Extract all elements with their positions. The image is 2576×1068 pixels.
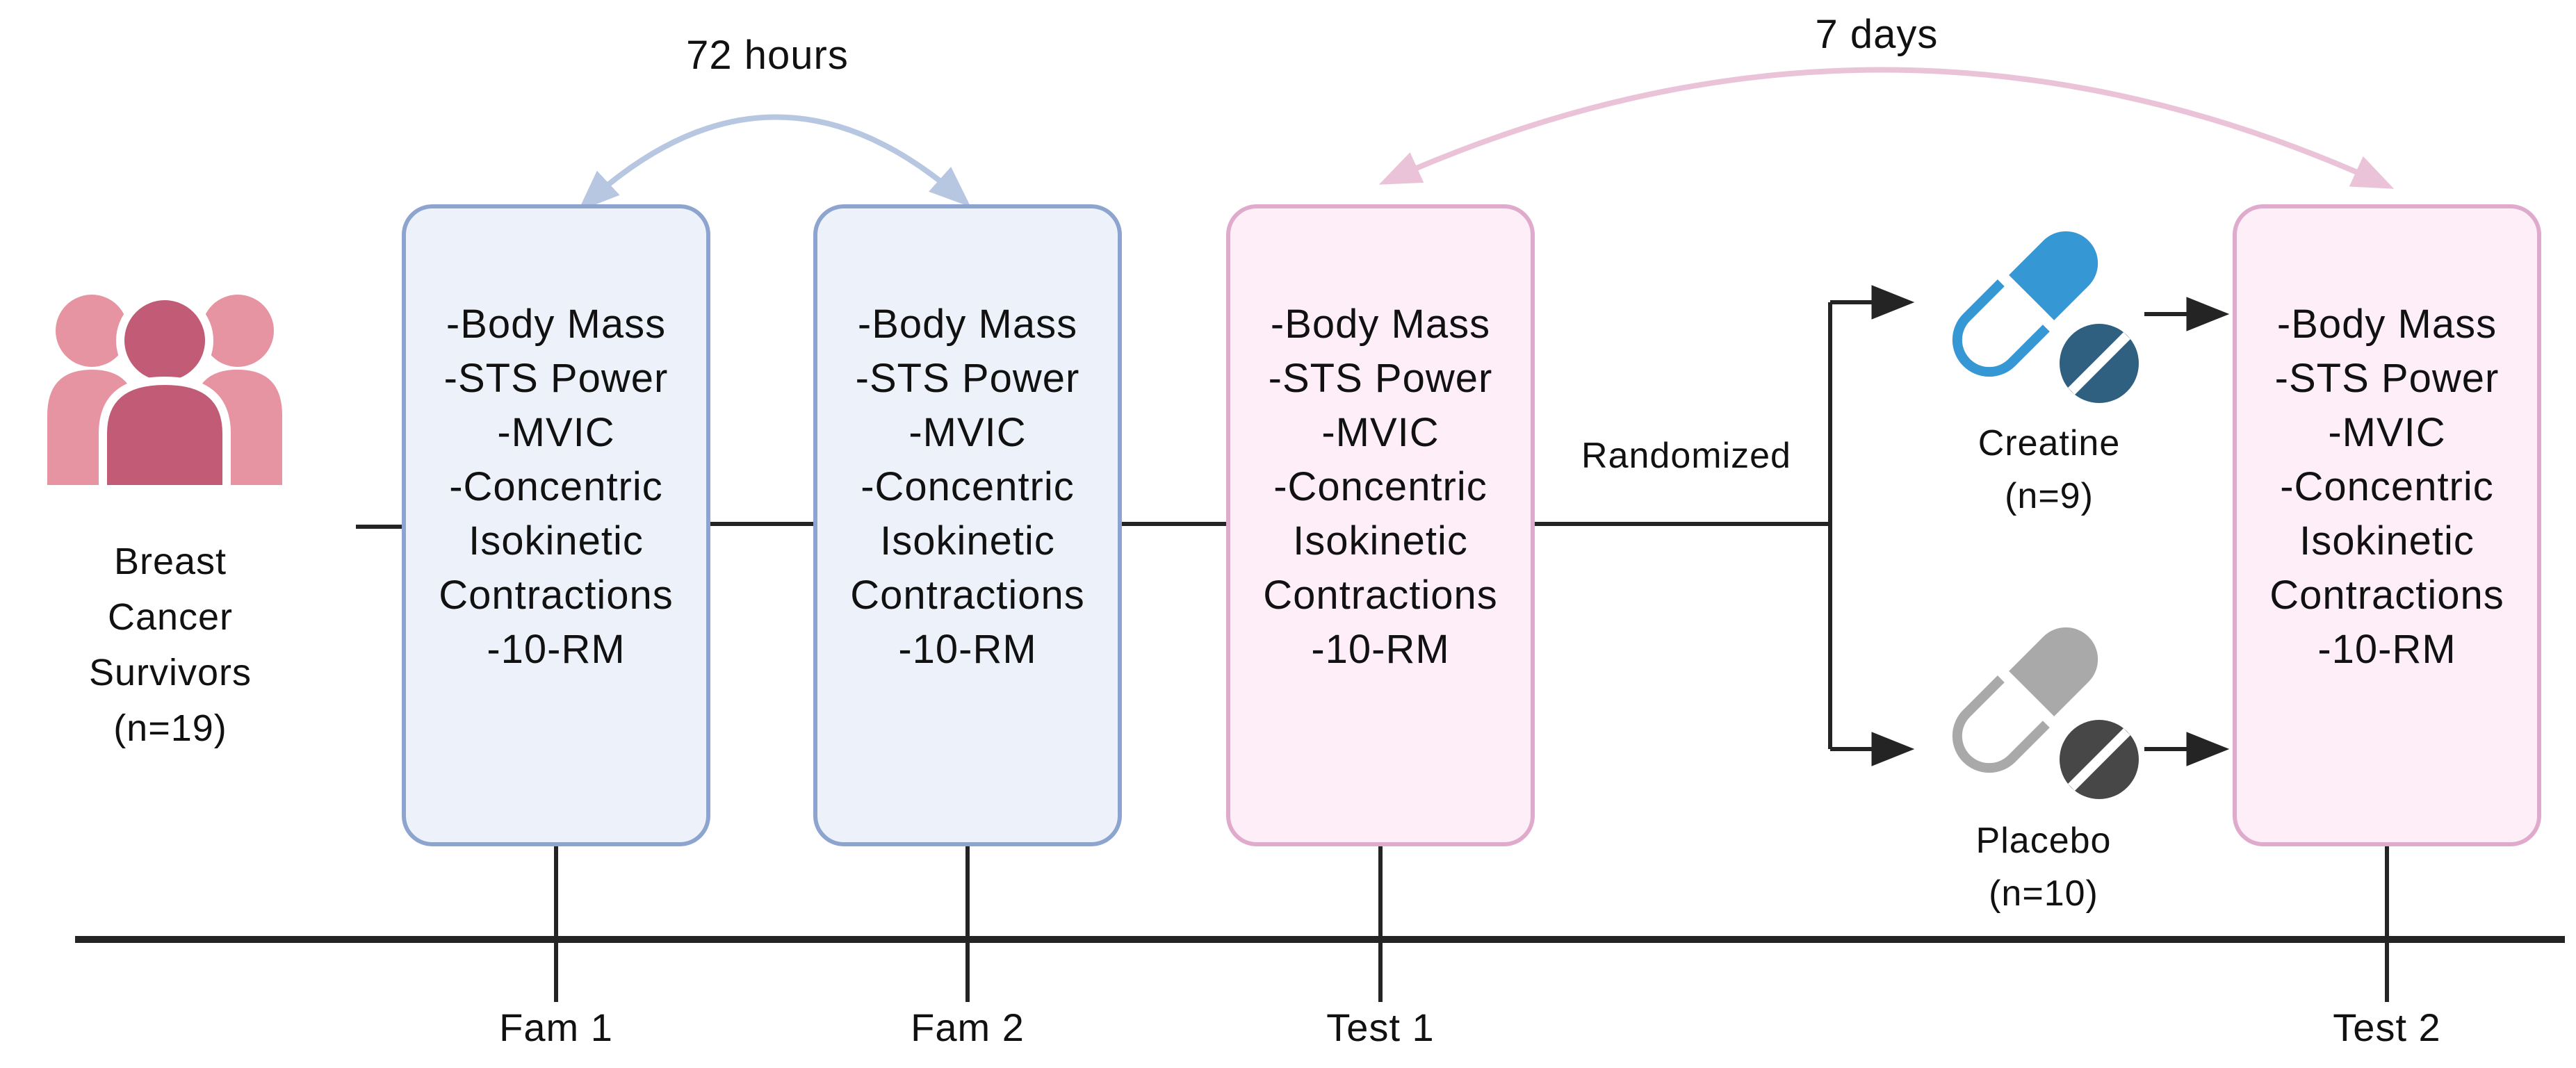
assessment-item: -STS Power [855,356,1080,401]
timeline-label-fam2: Fam 2 [911,1005,1025,1049]
assessment-item: Isokinetic [2299,518,2475,564]
assessment-item: -Body Mass [446,302,667,347]
assessment-item: -MVIC [908,410,1027,455]
fam-interval-label: 72 hours [686,33,849,78]
assessment-item: -Body Mass [857,302,1078,347]
population-label-line: Survivors [88,652,252,693]
assessment-item: Isokinetic [880,518,1055,564]
assessment-item: -10-RM [2317,627,2456,672]
person-center [99,292,231,489]
assessment-item: -Body Mass [2276,302,2497,347]
randomized-label: Randomized [1581,436,1791,476]
people-group-icon [47,292,282,489]
assessment-item: -Body Mass [1270,302,1491,347]
assessment-item: -10-RM [898,627,1037,672]
assessment-item: -STS Power [443,356,669,401]
assessment-item: -Concentric [2280,464,2494,509]
assessment-item: -MVIC [1321,410,1440,455]
placebo-n: (n=10) [1989,873,2098,914]
assessment-item: -Concentric [449,464,663,509]
assessment-item: Contractions [850,573,1085,618]
placebo-group-label: Placebo (n=10) [1905,814,2183,920]
assessment-item: Contractions [2269,573,2504,618]
population-label-line: Cancer [107,596,234,638]
population-label-line: Breast [113,541,227,582]
placebo-name: Placebo [1975,821,2112,861]
test-interval-arc-arrow [1378,67,2395,189]
assessment-box-test2: -Body Mass -STS Power -MVIC -Concentric … [2233,204,2541,846]
assessment-item: -10-RM [487,627,626,672]
capsule-icon [1952,231,2098,377]
assessment-box-test1: -Body Mass -STS Power -MVIC -Concentric … [1226,204,1535,846]
assessment-item: -STS Power [2274,356,2500,401]
assessment-item: -MVIC [2328,410,2446,455]
population-label-line: (n=19) [113,707,227,749]
assessment-item: Isokinetic [468,518,644,564]
creatine-name: Creatine [1978,423,2121,463]
assessment-item: -10-RM [1311,627,1450,672]
timeline-label-test1: Test 1 [1326,1005,1435,1049]
assessment-item: Contractions [439,573,674,618]
timeline-label-fam1: Fam 1 [499,1005,613,1049]
tablet-icon [2060,324,2139,403]
creatine-n: (n=9) [2005,476,2094,516]
assessment-item: Isokinetic [1293,518,1468,564]
assessment-item: -MVIC [497,410,615,455]
timeline-label-test2: Test 2 [2333,1005,2441,1049]
assessment-item: -Concentric [1273,464,1487,509]
population-label: Breast Cancer Survivors (n=19) [24,534,316,756]
capsule-icon [1952,627,2098,773]
fam-interval-arc-arrow [578,114,971,212]
placebo-capsule-and-tablet-icon [1952,627,2139,799]
creatine-capsule-and-tablet-icon [1952,231,2139,403]
test-interval-label: 7 days [1815,12,1939,57]
assessment-item: -Concentric [861,464,1075,509]
tablet-icon [2060,720,2139,799]
assessment-item: -STS Power [1268,356,1493,401]
assessment-box-fam2: -Body Mass -STS Power -MVIC -Concentric … [813,204,1122,846]
creatine-group-label: Creatine (n=9) [1910,417,2188,523]
assessment-box-fam1: -Body Mass -STS Power -MVIC -Concentric … [402,204,710,846]
assessment-item: Contractions [1263,573,1498,618]
